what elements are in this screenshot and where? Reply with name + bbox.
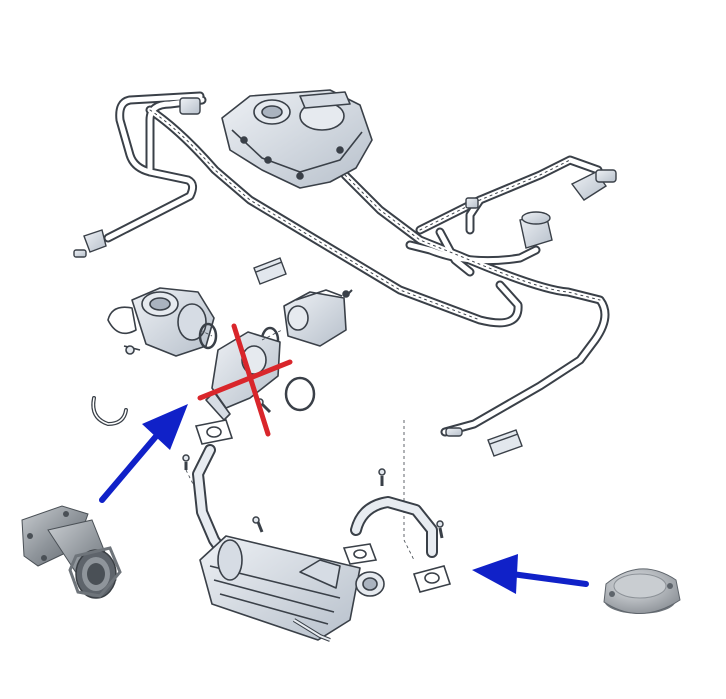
egr-delete-pipe-photo — [21, 505, 122, 599]
egr-cooler — [199, 535, 385, 642]
blue-arrow-left-icon — [472, 554, 589, 594]
blue-arrow-up-right-icon — [99, 404, 188, 503]
egr-blanking-plate-photo — [603, 568, 681, 614]
hose-clamps — [253, 257, 523, 457]
red-x-icon — [197, 323, 293, 437]
bolts — [182, 398, 444, 539]
egr-valve — [205, 331, 281, 421]
throttle-body — [107, 287, 215, 357]
hose-fittings — [73, 97, 617, 437]
vacuum-hoses — [103, 91, 610, 437]
gaskets — [194, 419, 452, 593]
vacuum-pump — [221, 89, 373, 189]
egr-actuator — [283, 289, 353, 347]
